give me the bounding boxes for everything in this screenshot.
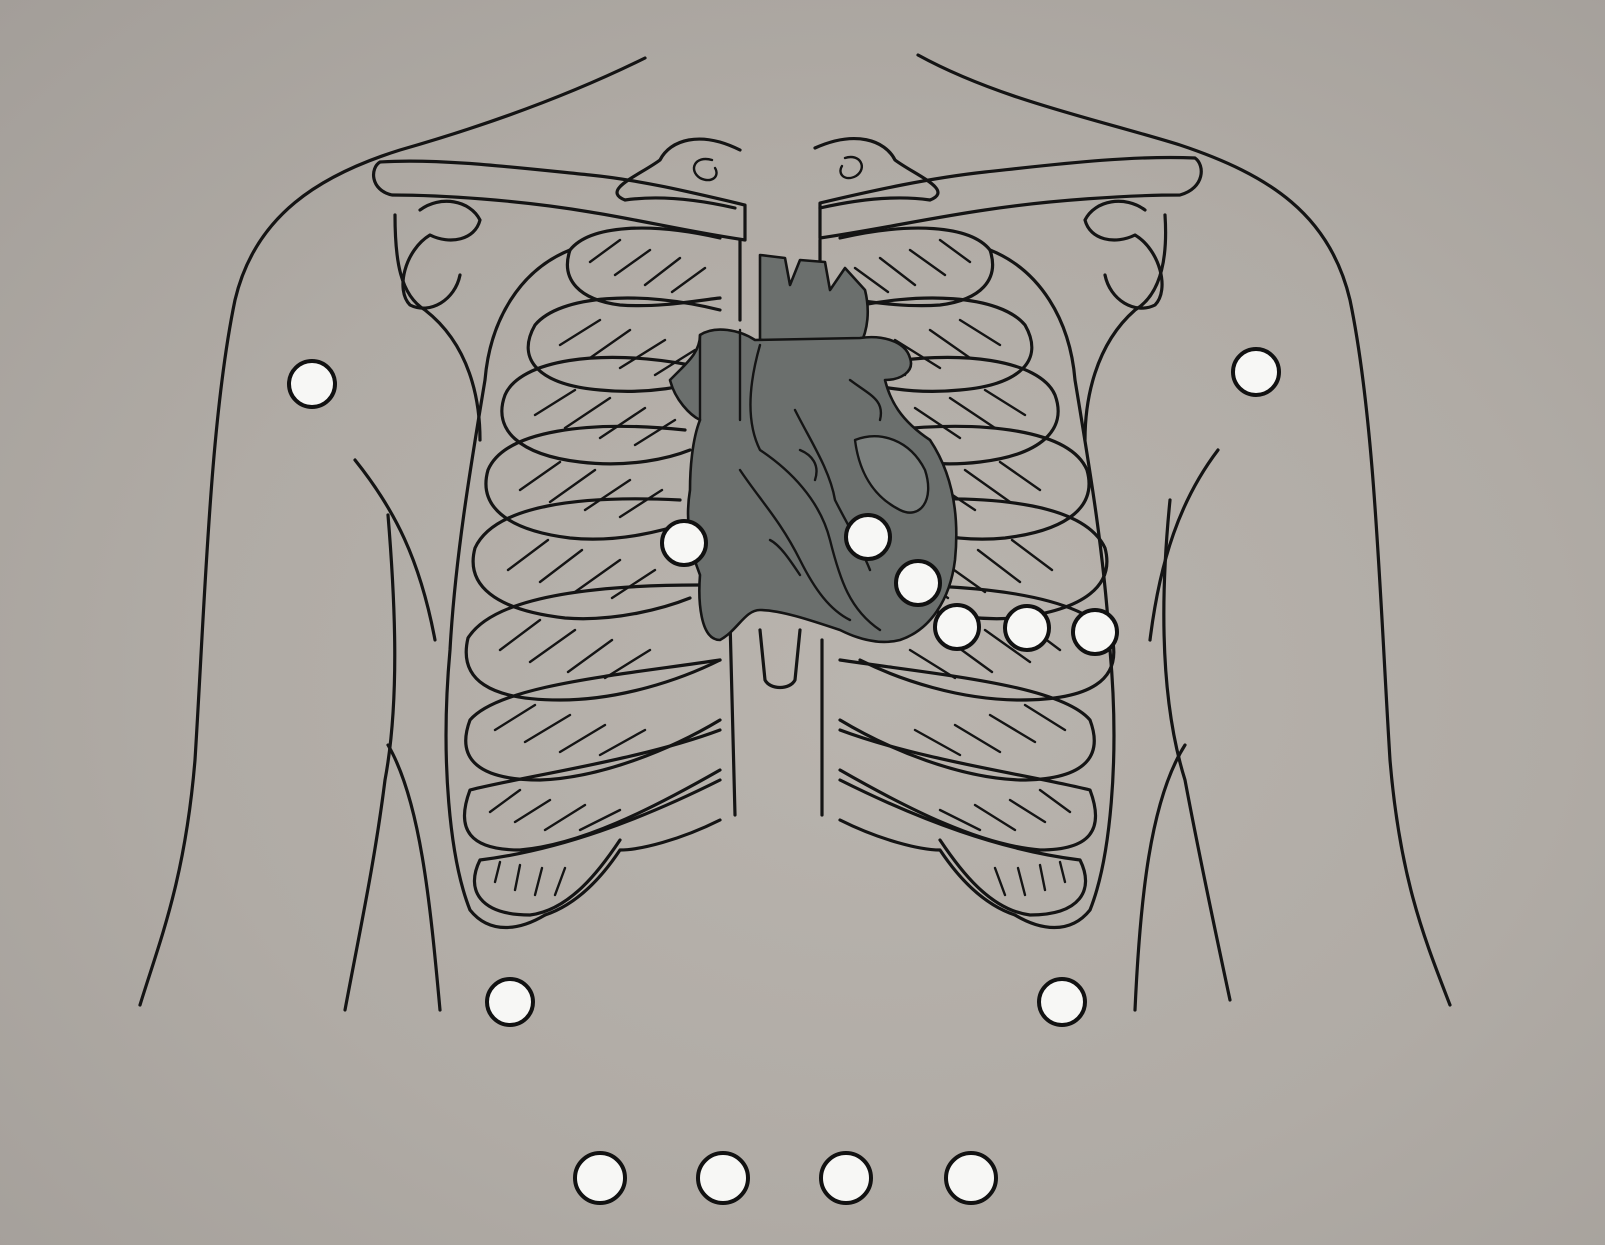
right-rib-9 <box>838 778 1088 917</box>
right-clavicle <box>818 155 1203 240</box>
left-ribcage-outer <box>444 248 572 930</box>
electrodes <box>287 347 1281 1205</box>
left-rib-hatching <box>488 238 707 897</box>
right-costal-margin <box>838 818 1017 917</box>
left-armpit-line <box>353 458 437 642</box>
right-manubrium-hook <box>839 155 863 180</box>
right-rib-hatching <box>853 238 1072 897</box>
left-shoulder-outline <box>138 56 647 1007</box>
heart-vessel-lines <box>738 343 883 632</box>
right-scapula-edge <box>1083 213 1168 442</box>
left-rib-1 <box>565 226 722 308</box>
right-rib-7 <box>838 658 1096 782</box>
right-leg-electrode <box>485 977 535 1027</box>
left-rib-6 <box>464 583 722 702</box>
left-arm-electrode <box>1231 347 1281 397</box>
left-costal-margin <box>543 818 722 917</box>
heart-body <box>668 328 958 644</box>
chest-electrode-v3 <box>894 559 942 607</box>
chest-electrode-v4 <box>933 603 981 651</box>
right-flank-line <box>1162 498 1232 1002</box>
left-manubrium-hook <box>692 157 718 182</box>
right-rib-2 <box>838 296 1034 393</box>
bottom-electrode-1 <box>573 1151 627 1205</box>
left-leg-electrode <box>1037 977 1087 1027</box>
bottom-electrode-2 <box>696 1151 750 1205</box>
right-rib-1 <box>838 226 995 308</box>
sternum-left-edge <box>728 238 742 817</box>
chest-electrode-v5 <box>1003 604 1051 652</box>
body-outline <box>138 53 1452 1012</box>
bottom-electrode-4 <box>944 1151 998 1205</box>
right-shoulder-joint <box>1083 199 1164 310</box>
left-manubrium <box>615 137 742 210</box>
right-arm-electrode <box>287 359 337 409</box>
right-manubrium <box>813 137 940 210</box>
superior-vena-cava <box>698 328 742 422</box>
right-shoulder-outline <box>916 53 1452 1007</box>
left-rib-9 <box>472 778 722 917</box>
left-rib-5 <box>471 497 692 621</box>
chest-electrode-v2 <box>844 513 892 561</box>
right-rib-6 <box>858 583 1116 702</box>
right-armpit-line <box>1148 448 1220 642</box>
left-shoulder-joint <box>401 199 482 310</box>
chest-electrode-v6 <box>1071 608 1119 656</box>
left-rib-4 <box>484 424 692 541</box>
aortic-arch <box>758 253 870 347</box>
left-rib-2 <box>526 296 722 393</box>
right-rib-8 <box>838 728 1098 852</box>
heart-illustration <box>668 253 958 644</box>
left-atrium <box>853 435 930 514</box>
bottom-electrode-3 <box>819 1151 873 1205</box>
chest-electrode-v1 <box>660 519 708 567</box>
left-scapula-edge <box>393 213 482 442</box>
left-ribcage <box>444 226 722 930</box>
left-rib-8 <box>462 728 722 852</box>
left-rib-3 <box>500 355 692 466</box>
left-waist-line <box>386 743 442 1012</box>
left-rib-7 <box>464 658 722 782</box>
left-flank-line <box>343 513 397 1012</box>
xiphoid-process <box>758 628 802 690</box>
right-waist-line <box>1133 743 1187 1012</box>
